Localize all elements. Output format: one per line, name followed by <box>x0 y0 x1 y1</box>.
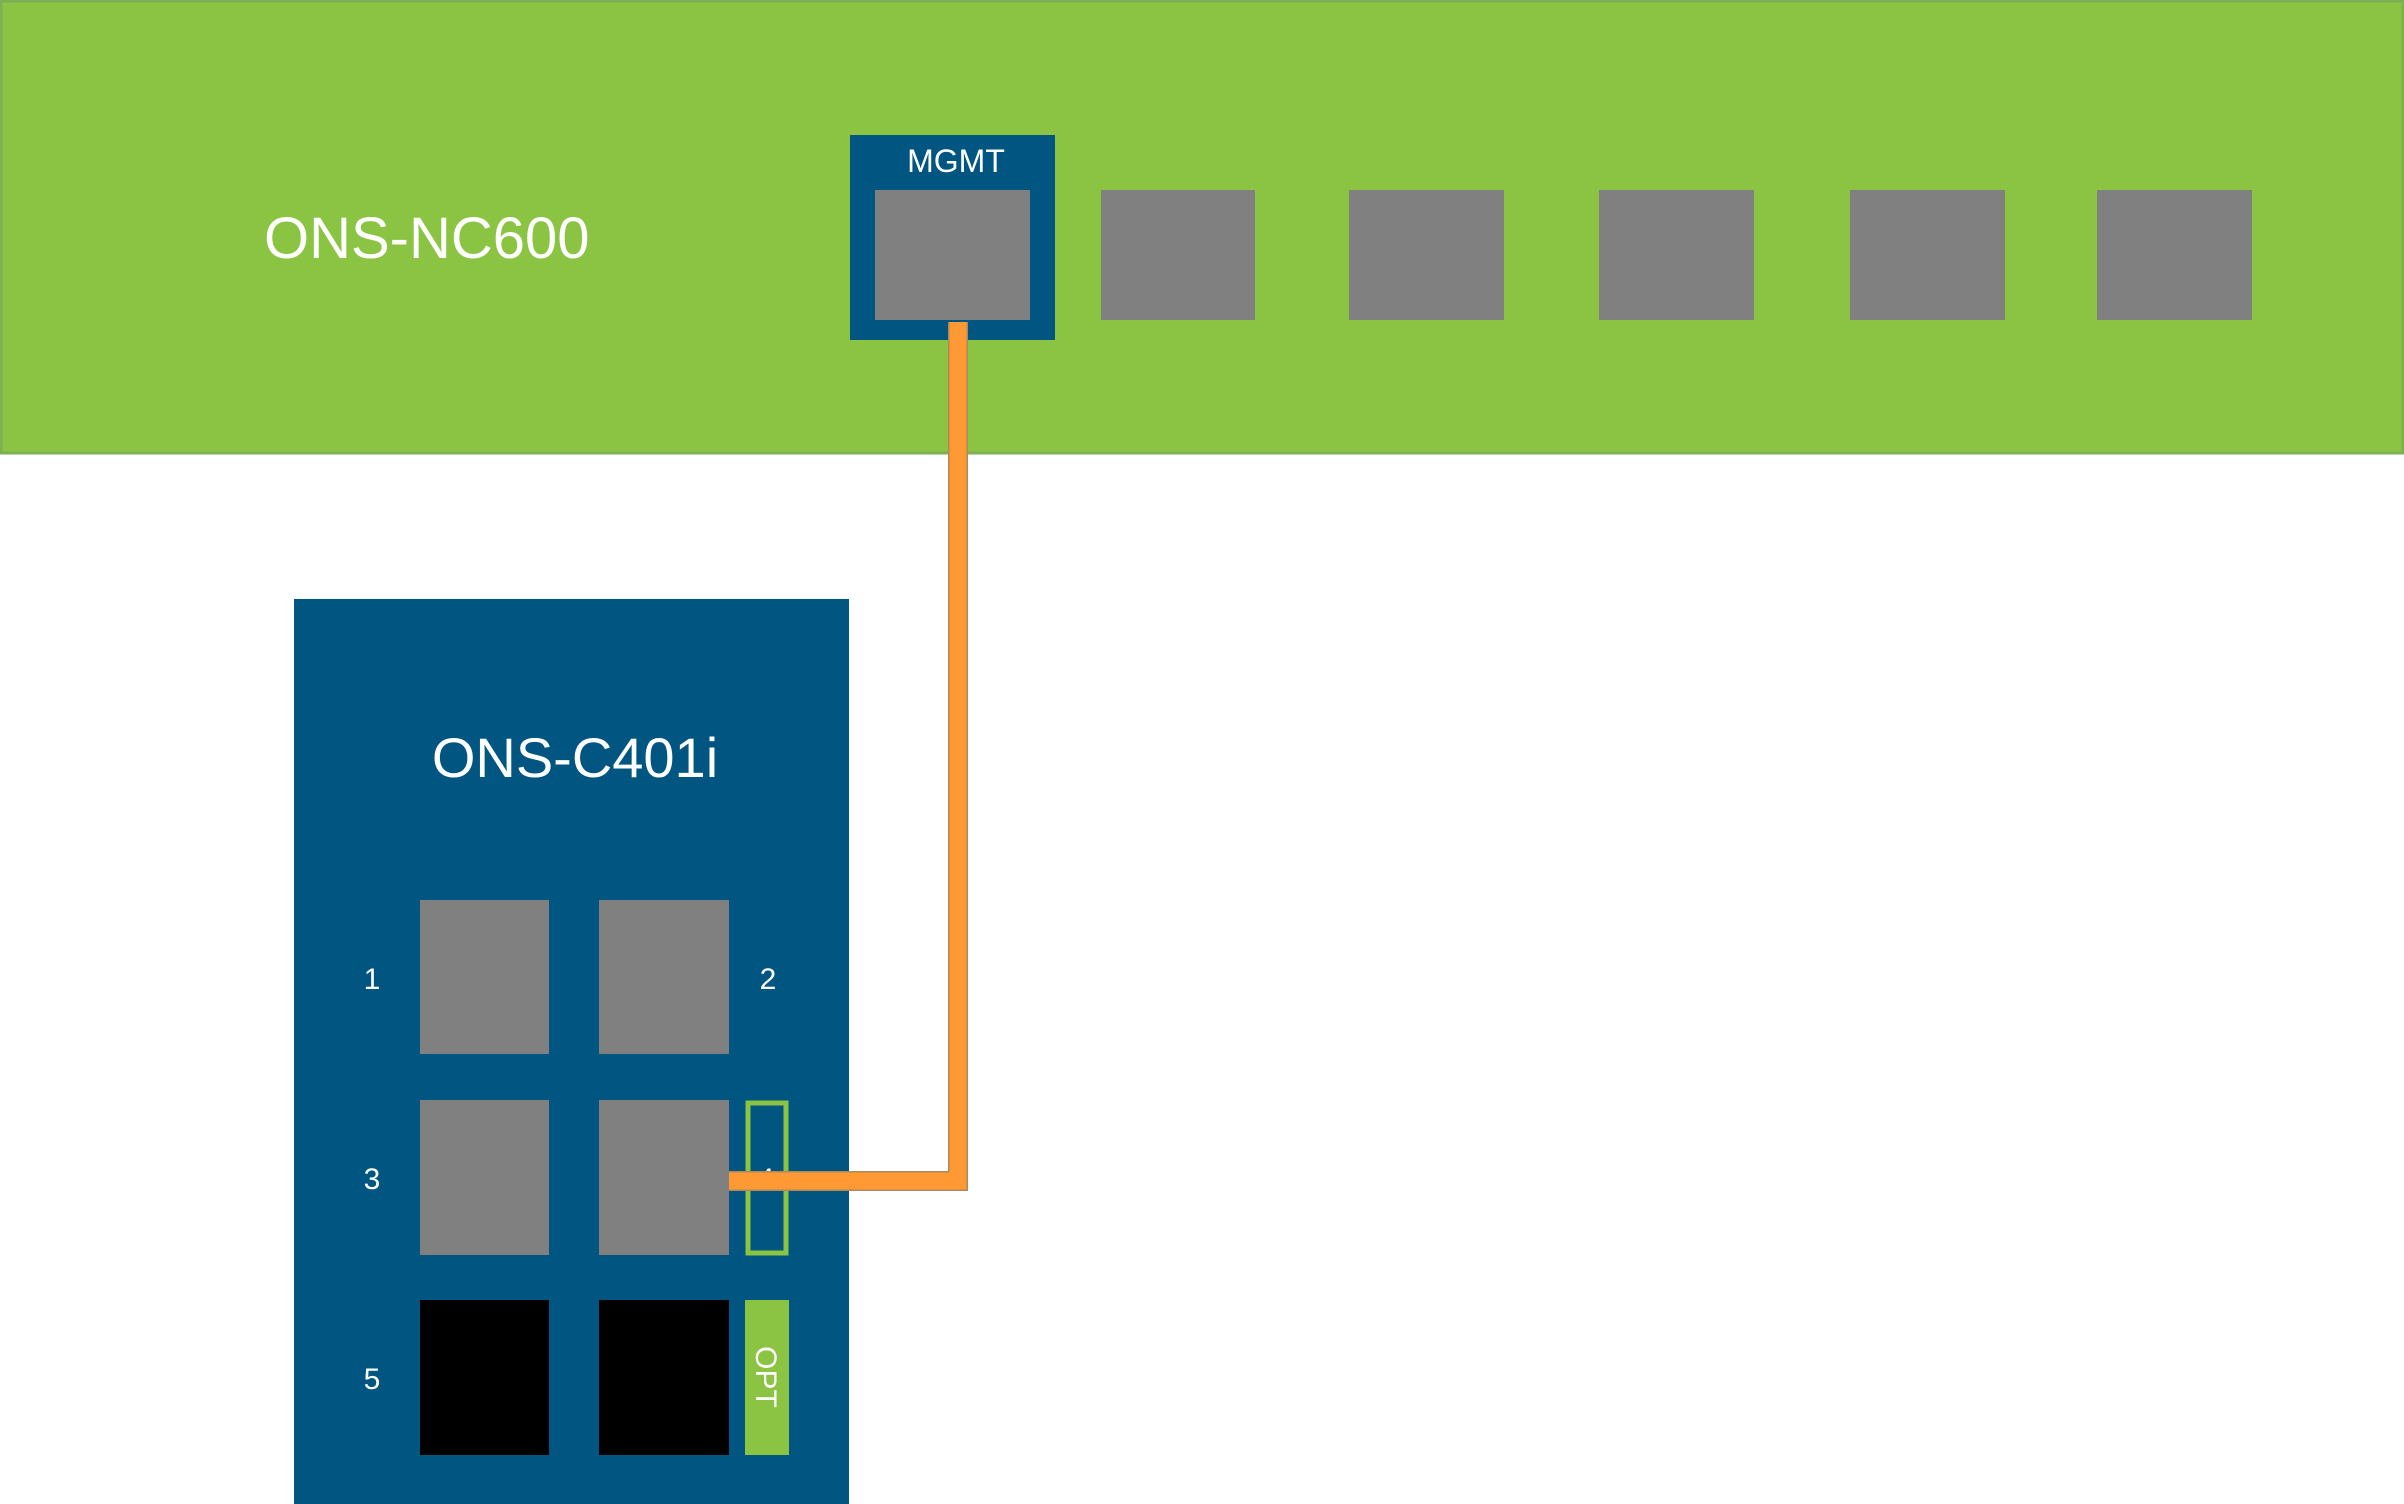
port-label-5: 5 <box>364 1363 381 1396</box>
chassis-port[interactable] <box>2097 190 2252 320</box>
chassis-title: ONS-NC600 <box>264 206 590 271</box>
port-label-3: 3 <box>364 1163 381 1196</box>
device-port-4[interactable] <box>599 1100 729 1255</box>
device-title: ONS-C401i <box>432 726 718 789</box>
device-port-5[interactable] <box>420 1300 549 1455</box>
mgmt-label: MGMT <box>907 143 1005 179</box>
chassis-port[interactable] <box>1599 190 1754 320</box>
cable-mgmt-to-port-4[interactable] <box>729 322 967 1190</box>
port-label-2: 2 <box>760 963 777 996</box>
chassis-port[interactable] <box>1850 190 2005 320</box>
device-port-6[interactable] <box>599 1300 729 1455</box>
chassis-port[interactable] <box>1101 190 1255 320</box>
chassis-port[interactable] <box>1349 190 1504 320</box>
device-port-2[interactable] <box>599 900 729 1054</box>
device-port-3[interactable] <box>420 1100 549 1255</box>
opt-label: OPT <box>749 1346 782 1408</box>
chassis-port-mgmt[interactable] <box>875 190 1030 320</box>
device-port-1[interactable] <box>420 900 549 1054</box>
port-label-1: 1 <box>364 963 381 996</box>
opt-slot[interactable] <box>745 1300 789 1455</box>
